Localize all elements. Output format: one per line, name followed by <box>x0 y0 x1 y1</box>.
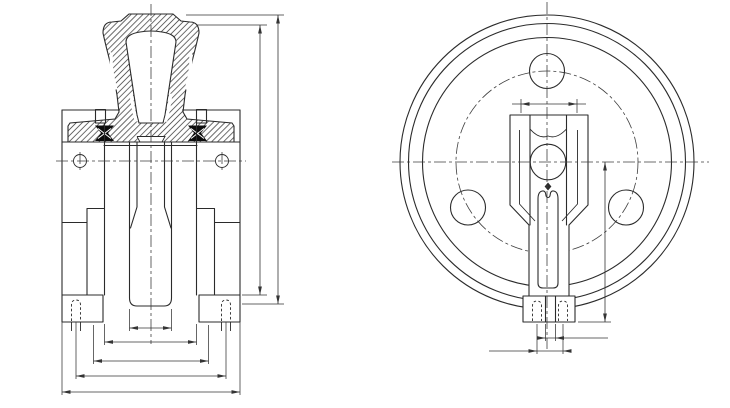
guide-slot <box>537 190 559 289</box>
bracket-outline <box>509 114 589 297</box>
rim-relief-gap <box>184 52 193 90</box>
leg-left <box>61 109 106 296</box>
front-view-dimensions-vertical <box>186 14 284 305</box>
rim-relief-gap <box>164 93 173 122</box>
front-view-centerlines <box>56 4 246 344</box>
hole-edge-stub <box>71 322 231 331</box>
side-view-dimensions <box>489 99 611 354</box>
threaded-hole-left <box>71 299 81 321</box>
threaded-hole-right <box>558 300 568 321</box>
bolt-hole-lower-left <box>449 189 487 226</box>
wheel-rim-section <box>67 13 235 143</box>
yoke-bracket <box>509 114 589 297</box>
threaded-hole-right <box>221 299 231 321</box>
floating-seal-right <box>188 125 207 141</box>
bracket-face-line <box>61 141 241 147</box>
leg-right <box>195 109 241 296</box>
rim-relief-gap <box>129 93 138 122</box>
clamp-ear-right <box>195 108 208 124</box>
bracket-mask <box>510 115 588 322</box>
side-view <box>392 2 709 354</box>
wheel-section <box>67 13 235 143</box>
threaded-hole-left <box>532 300 542 321</box>
thrust-plate-edge <box>136 136 166 143</box>
foot-block <box>522 295 576 323</box>
center-point-marker <box>544 182 552 191</box>
bore-sleeve <box>129 141 172 229</box>
slot-side-walls <box>529 114 568 226</box>
side-mounting-foot <box>522 295 576 323</box>
clamp-ear-left <box>94 108 107 124</box>
front-view-dimensions-bottom <box>61 309 241 395</box>
foot-right <box>198 294 241 323</box>
foot-channel <box>544 295 557 323</box>
foot-left <box>61 294 104 323</box>
rim-relief-gap <box>109 52 118 90</box>
side-view-centerlines <box>392 2 709 349</box>
bolt-hole-lower-right <box>607 189 645 226</box>
front-view <box>56 4 284 395</box>
axle-bore <box>128 141 173 307</box>
support-bracket <box>61 108 241 307</box>
spring-seat-curve <box>529 128 567 138</box>
